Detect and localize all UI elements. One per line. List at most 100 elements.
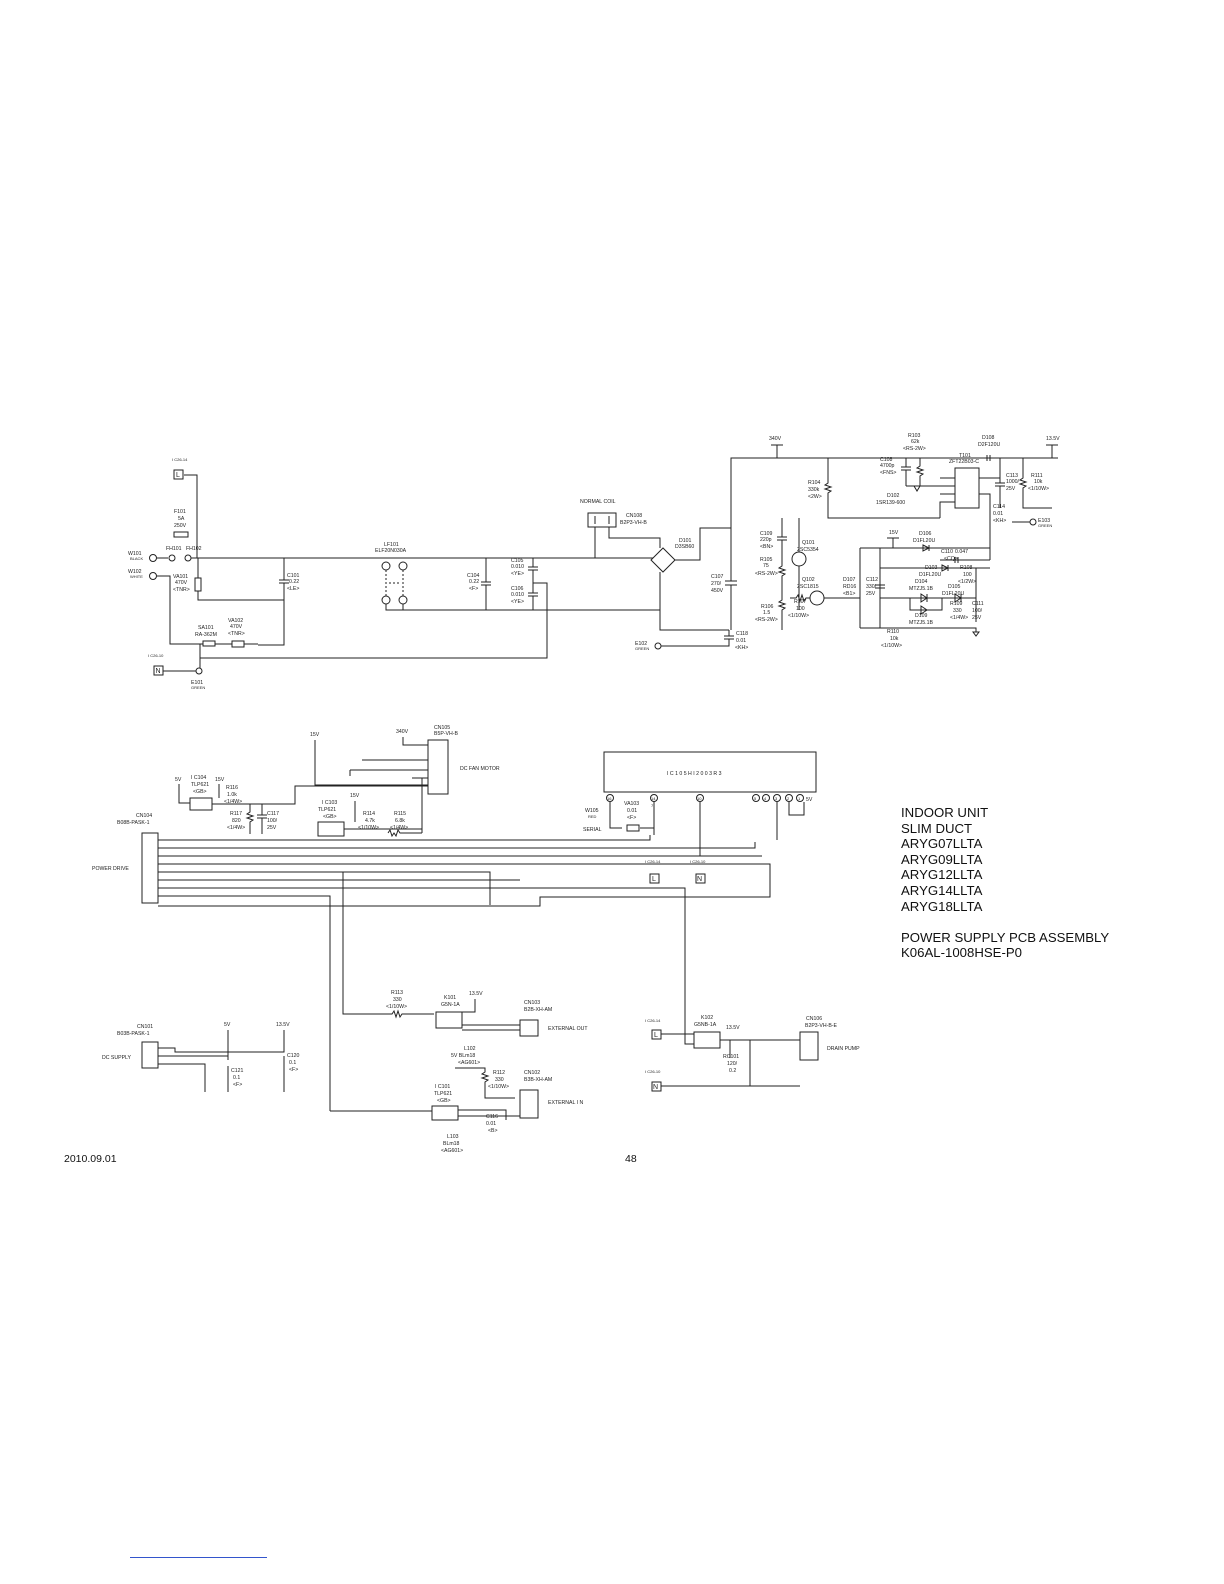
d105-label: D105 xyxy=(948,584,961,590)
ic105-pin-10 xyxy=(696,794,704,802)
ic101-part: TLP621 xyxy=(434,1091,452,1097)
va103-type: <F> xyxy=(627,815,636,821)
r117-label: R117 xyxy=(230,811,242,817)
zener-d109 xyxy=(909,598,943,615)
cn108-wire xyxy=(594,527,661,558)
r105-label: R105 xyxy=(760,557,773,563)
v15-ic103-label: 15V xyxy=(350,793,360,799)
r108-watt: <1/2W> xyxy=(958,579,976,585)
r105-watt: <RS-2W> xyxy=(755,571,778,577)
ic105-section: I C 1 0 5 H I 2 0 0 3 R 3 16 14 7 10 5 4… xyxy=(583,751,817,884)
t101-label: T101 xyxy=(959,453,971,459)
r116-value: 1.0k xyxy=(227,792,237,798)
cn105-label: CN105 xyxy=(434,725,450,731)
terminal-w101 xyxy=(149,554,157,562)
c105-label: C105 xyxy=(511,558,524,564)
ic103-part: TLP621 xyxy=(318,807,336,813)
surge-absorber-sa101 xyxy=(202,640,216,647)
connector-cn102 xyxy=(519,1089,539,1119)
w101-label: W101 xyxy=(128,551,142,557)
v340-label: 340V xyxy=(769,436,782,442)
c117-label: C117 xyxy=(267,811,279,817)
r109-label: R109 xyxy=(950,601,963,607)
external-out-label: EXTERNAL OUT xyxy=(548,1026,588,1032)
snubber-c108-r103 xyxy=(901,458,940,487)
optocoupler-ic104 xyxy=(189,797,213,811)
r106-value: 1.5 xyxy=(763,610,770,616)
q102-label: Q102 xyxy=(802,577,815,583)
v5-ic104-label: 5V xyxy=(175,777,182,783)
r103-watt: <RS-2W> xyxy=(903,446,926,452)
c110-type: <CQ> xyxy=(944,556,958,562)
ic105-pin-3 xyxy=(773,794,781,802)
terminal-w102 xyxy=(149,572,157,580)
ic105-pin-2 xyxy=(785,794,793,802)
r114-watt: <1/10W> xyxy=(358,825,379,831)
r113-value: 330 xyxy=(393,997,402,1003)
c120-type: <F> xyxy=(289,1067,298,1073)
r112-watt: <1/10W> xyxy=(488,1084,509,1090)
ic101-label: I C101 xyxy=(435,1084,450,1090)
cn108-label: CN108 xyxy=(626,513,642,519)
r114-label: R114 xyxy=(363,811,375,817)
v135-top-label: 13.5V xyxy=(1046,436,1060,442)
d107-label: D107 xyxy=(843,577,856,583)
va101-wire xyxy=(197,558,284,601)
cn105-wires xyxy=(294,759,428,833)
d107-type: <B1> xyxy=(843,591,855,597)
r106-label: R106 xyxy=(761,604,774,610)
cn101-label: CN101 xyxy=(137,1024,153,1030)
ic104-type: <GB> xyxy=(193,789,207,795)
ic105-label: I C 1 0 5 H I 2 0 0 3 R 3 xyxy=(667,771,722,777)
lf101-coil-a2 xyxy=(381,595,391,605)
c116-value: 0.01 xyxy=(486,1121,496,1127)
c107-voltage: 450V xyxy=(711,588,724,594)
ic105-pin-1-label: 1 xyxy=(798,796,801,801)
ic26-10-label-pump: I C26-10 xyxy=(645,1069,661,1074)
k102-wires xyxy=(661,1033,800,1087)
c107-value: 270/ xyxy=(711,581,722,587)
c112-voltage: 25V xyxy=(866,591,876,597)
fuse-holder-fh101 xyxy=(168,554,176,562)
connector-cn108 xyxy=(587,512,617,528)
r115-watt: <1/4W> xyxy=(390,825,408,831)
d104-part: MTZJ5.1B xyxy=(909,586,933,592)
optocoupler-ic101 xyxy=(431,1105,459,1121)
rectifier-neg-wire xyxy=(659,572,729,631)
title-spacer xyxy=(901,914,1109,930)
c120-value: 0.1 xyxy=(289,1060,296,1066)
c118-type: <KH> xyxy=(735,645,748,651)
c111-value: 100/ xyxy=(972,608,983,614)
ic103-label: I C103 xyxy=(322,800,337,806)
v135-k102-label: 13.5V xyxy=(726,1025,740,1031)
ic105-pin-4 xyxy=(762,794,770,802)
assembly-title: POWER SUPPLY PCB ASSEMBLY xyxy=(901,929,1110,945)
ground-e101 xyxy=(195,667,203,675)
q101-label: Q101 xyxy=(802,540,815,546)
capacitor-c118 xyxy=(661,630,734,647)
n-terminal-ic105 xyxy=(695,873,706,884)
w105-label: W105 xyxy=(585,808,599,814)
cn105-part: B5P-VH-B xyxy=(434,731,458,737)
lf101-part: ELF20N030A xyxy=(375,548,407,554)
ic104-wires xyxy=(178,784,296,805)
c105-value: 0.010 xyxy=(511,564,524,570)
c113-value: 1000/ xyxy=(1006,479,1020,485)
model-line-5: ARYG18LLTA xyxy=(901,898,983,914)
r106-watt: <RS-2W> xyxy=(755,617,778,623)
lf101-coil-b2 xyxy=(398,595,408,605)
c110-value: 0.047 xyxy=(955,549,968,555)
d106-part: D1FL20U xyxy=(913,538,935,544)
c104-type: <F> xyxy=(469,586,478,592)
r113-label: R113 xyxy=(391,990,403,996)
w101-color: BLACK xyxy=(130,556,143,561)
f101-rating: 5A xyxy=(178,516,185,522)
capacitors-c105-c106 xyxy=(200,558,548,659)
lf101-coil-b1 xyxy=(398,561,408,571)
resistor-r117 xyxy=(245,804,255,834)
e101-label: E101 xyxy=(191,680,203,686)
c108-label: C108 xyxy=(880,457,893,463)
c117-value: 100/ xyxy=(267,818,278,824)
